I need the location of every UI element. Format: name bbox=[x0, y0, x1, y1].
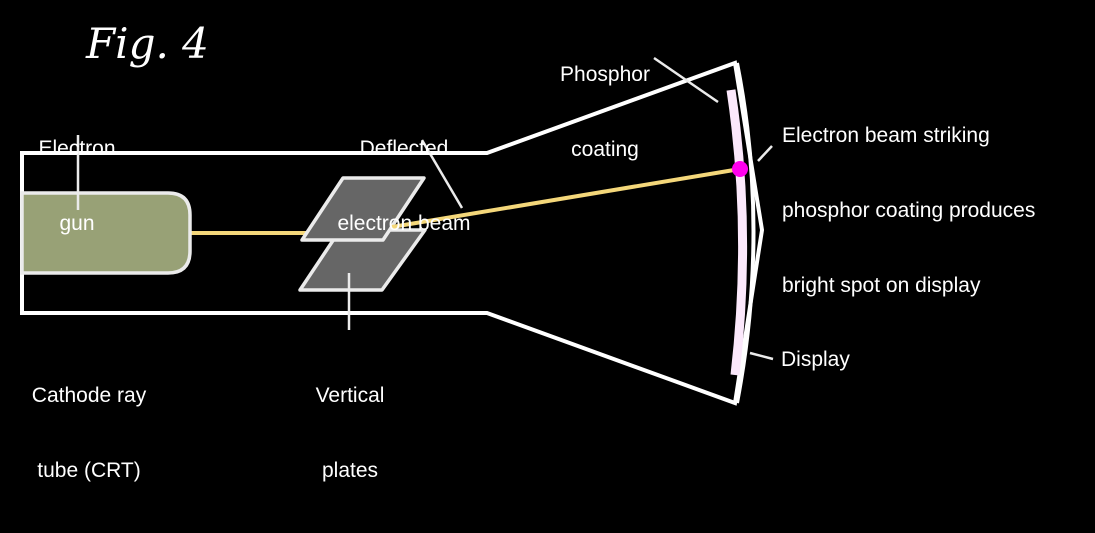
vertical-plate-bottom bbox=[298, 228, 427, 292]
electron-gun bbox=[20, 191, 192, 275]
label-line: Vertical bbox=[315, 384, 385, 407]
label-line: gun bbox=[59, 212, 95, 235]
label-line: electron beam bbox=[337, 212, 471, 235]
label-phosphor-coating: Phosphor coating bbox=[550, 12, 660, 212]
label-line: Cathode ray bbox=[31, 384, 147, 407]
label-line: Phosphor bbox=[560, 63, 650, 86]
label-line: coating bbox=[571, 138, 639, 161]
leader-deflected-beam bbox=[420, 139, 464, 209]
label-line: bright spot on display bbox=[782, 274, 981, 297]
label-bright-spot: Electron beam striking phosphor coating … bbox=[782, 73, 1035, 348]
figure-title: Fig. 4 bbox=[86, 19, 209, 68]
crt-diagram: Fig. 4 Electron gun Cathode ray tube (CR… bbox=[20, 12, 1035, 482]
display-screen bbox=[735, 62, 756, 404]
label-line: tube (CRT) bbox=[37, 459, 141, 482]
vertical-plate-top bbox=[300, 176, 426, 242]
label-line: Electron bbox=[38, 137, 116, 160]
electron-beam-deflected bbox=[391, 167, 741, 229]
label-electron-gun: Electron gun bbox=[32, 86, 122, 286]
label-line: phosphor coating produces bbox=[782, 199, 1036, 222]
label-line: Deflected bbox=[359, 137, 449, 160]
label-line: Electron beam striking bbox=[782, 124, 990, 147]
bright-spot bbox=[732, 161, 748, 177]
label-deflected-beam: Deflected electron beam bbox=[324, 86, 484, 286]
leader-display bbox=[749, 351, 774, 361]
label-crt: Cathode ray tube (CRT) bbox=[24, 333, 154, 533]
phosphor-coating bbox=[726, 89, 748, 376]
crt-diagram-svg bbox=[20, 56, 774, 406]
label-vertical-plates: Vertical plates bbox=[305, 333, 395, 533]
label-display: Display bbox=[781, 348, 850, 371]
label-line: plates bbox=[321, 459, 379, 482]
leader-bright-spot bbox=[757, 145, 773, 162]
leader-phosphor-coating bbox=[653, 56, 719, 104]
